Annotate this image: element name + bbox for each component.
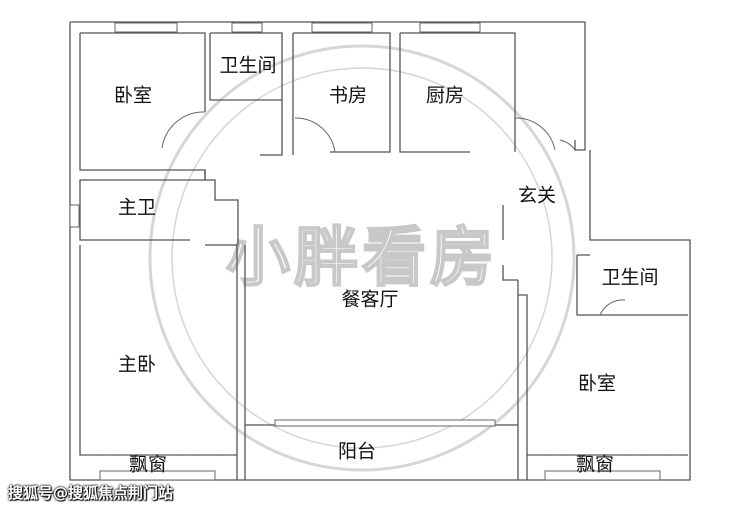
room-label-bathroom-e: 卫生间 <box>601 267 658 289</box>
window <box>419 22 481 33</box>
watermark-text: 小胖看房 <box>226 222 498 296</box>
watermark: 小胖看房 <box>148 44 576 472</box>
room-label-master-bath: 主卫 <box>118 197 156 219</box>
room-label-balcony: 阳台 <box>338 441 376 463</box>
window <box>231 22 263 33</box>
window <box>311 22 373 33</box>
window <box>69 204 80 228</box>
room-label-kitchen: 厨房 <box>426 85 464 107</box>
window <box>99 470 216 481</box>
room-label-bathroom-n: 卫生间 <box>219 55 276 77</box>
room-labels: 卧室 卫生间 书房 厨房 主卫 玄关 餐客厅 卫生间 主卧 卧室 飘窗 阳台 飘… <box>114 55 659 476</box>
room-label-master-bedroom: 主卧 <box>118 354 156 376</box>
window <box>274 419 496 427</box>
window <box>114 22 178 33</box>
doors <box>161 111 626 316</box>
room-label-living-dining: 餐客厅 <box>341 289 398 311</box>
walls <box>69 21 691 481</box>
room-label-bay-window-w: 飘窗 <box>129 454 167 476</box>
windows <box>69 22 661 481</box>
room-label-study: 书房 <box>329 85 367 107</box>
room-label-entrance: 玄关 <box>518 185 556 207</box>
window <box>544 470 661 481</box>
source-credit: 搜狐号@搜狐焦点荆门站 <box>8 484 174 502</box>
room-label-bedroom-se: 卧室 <box>578 373 616 395</box>
room-label-bay-window-e: 飘窗 <box>576 454 614 476</box>
room-label-bedroom-nw: 卧室 <box>114 85 152 107</box>
